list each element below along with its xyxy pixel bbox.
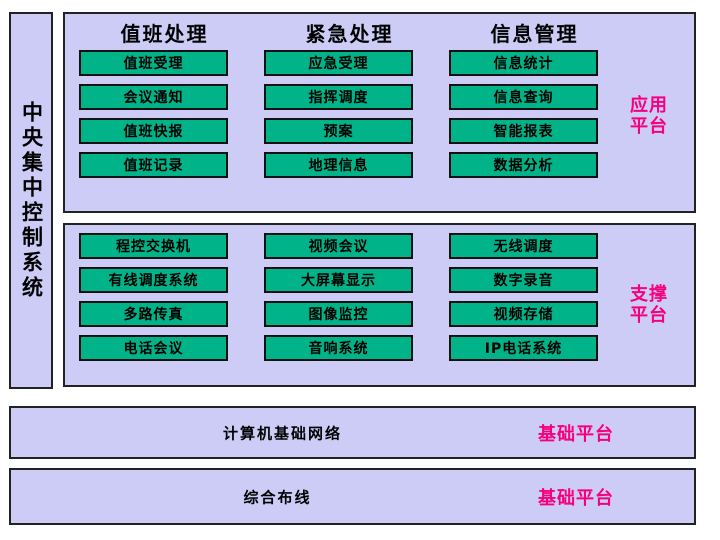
column-support-wireless: 无线调度 数字录音 视频存储 IP电话系统 [449,233,620,361]
button-data-analysis[interactable]: 数据分析 [449,152,598,178]
column-support-visual: 视频会议 大屏幕显示 图像监控 音响系统 [264,233,435,361]
button-command-dispatch[interactable]: 指挥调度 [264,84,413,110]
tag-support-platform: 支撑 平台 [630,284,668,326]
button-wired-dispatch-system[interactable]: 有线调度系统 [79,267,228,293]
button-contingency-plan[interactable]: 预案 [264,118,413,144]
column-duty-handling: 值班处理 值班受理 会议通知 值班快报 值班记录 [79,18,250,178]
button-video-storage[interactable]: 视频存储 [449,301,598,327]
tag-base-platform-network: 基础平台 [538,423,614,445]
sidebar-title: 中央集中控制系统 [19,100,44,301]
button-geographic-information[interactable]: 地理信息 [264,152,413,178]
column-support-communication: 程控交换机 有线调度系统 多路传真 电话会议 [79,233,250,361]
button-video-conference[interactable]: 视频会议 [264,233,413,259]
tag-support-platform-line2: 平台 [630,304,668,326]
column-information-management: 信息管理 信息统计 信息查询 智能报表 数据分析 [449,18,620,178]
button-large-screen-display[interactable]: 大屏幕显示 [264,267,413,293]
button-duty-acceptance[interactable]: 值班受理 [79,50,228,76]
panel-application-platform: 值班处理 值班受理 会议通知 值班快报 值班记录 紧急处理 应急受理 指挥调度 … [63,12,696,213]
button-emergency-acceptance[interactable]: 应急受理 [264,50,413,76]
bar-computer-base-network: 计算机基础网络 基础平台 [9,406,696,459]
button-image-monitoring[interactable]: 图像监控 [264,301,413,327]
bar-integrated-cabling: 综合布线 基础平台 [9,468,696,525]
button-pbx-switch[interactable]: 程控交换机 [79,233,228,259]
bar-cabling-title: 综合布线 [243,488,312,506]
tag-application-platform: 应用 平台 [630,95,668,137]
column-emergency-handling: 紧急处理 应急受理 指挥调度 预案 地理信息 [264,18,435,178]
main-column: 值班处理 值班受理 会议通知 值班快报 值班记录 紧急处理 应急受理 指挥调度 … [63,12,696,387]
button-digital-recording[interactable]: 数字录音 [449,267,598,293]
button-telephone-conference[interactable]: 电话会议 [79,335,228,361]
panel-support-platform: 程控交换机 有线调度系统 多路传真 电话会议 视频会议 大屏幕显示 图像监控 音… [63,223,696,387]
button-meeting-notice[interactable]: 会议通知 [79,84,228,110]
button-ip-telephone-system[interactable]: IP电话系统 [449,335,598,361]
sidebar-central-control-system: 中央集中控制系统 [9,12,53,389]
button-intelligent-report[interactable]: 智能报表 [449,118,598,144]
tag-base-platform-cabling: 基础平台 [538,487,614,509]
button-audio-system[interactable]: 音响系统 [264,335,413,361]
column-header-emergency-handling: 紧急处理 [305,22,394,46]
application-columns: 值班处理 值班受理 会议通知 值班快报 值班记录 紧急处理 应急受理 指挥调度 … [79,18,634,178]
column-header-information-management: 信息管理 [490,22,579,46]
bar-network-title: 计算机基础网络 [222,424,342,442]
tag-application-platform-line2: 平台 [630,115,668,137]
support-columns: 程控交换机 有线调度系统 多路传真 电话会议 视频会议 大屏幕显示 图像监控 音… [79,233,634,361]
button-multi-channel-fax[interactable]: 多路传真 [79,301,228,327]
button-duty-bulletin[interactable]: 值班快报 [79,118,228,144]
column-header-duty-handling: 值班处理 [120,22,209,46]
button-information-query[interactable]: 信息查询 [449,84,598,110]
button-duty-record[interactable]: 值班记录 [79,152,228,178]
button-wireless-dispatch[interactable]: 无线调度 [449,233,598,259]
button-information-statistics[interactable]: 信息统计 [449,50,598,76]
tag-application-platform-line1: 应用 [630,95,668,116]
tag-support-platform-line1: 支撑 [630,284,668,305]
